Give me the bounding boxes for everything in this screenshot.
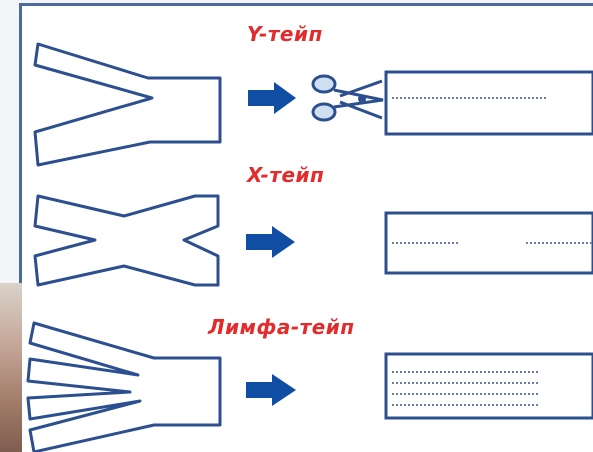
y-tape-title: Y-тейп (247, 22, 323, 46)
y-tape-result-strip (384, 70, 593, 136)
lymph-tape-result-strip (384, 352, 593, 420)
arrow-right-icon (246, 374, 296, 406)
scissors-icon (311, 74, 384, 122)
x-tape-title: X-тейп (247, 163, 325, 187)
video-thumbnail-strip (0, 283, 22, 452)
y-tape-shape (33, 42, 222, 167)
lymph-tape-shape (26, 321, 222, 452)
arrow-right-icon (248, 82, 296, 114)
arrow-right-icon (246, 226, 295, 258)
x-tape-shape (33, 194, 220, 287)
lymph-tape-title: Лимфа-тейп (208, 315, 355, 339)
